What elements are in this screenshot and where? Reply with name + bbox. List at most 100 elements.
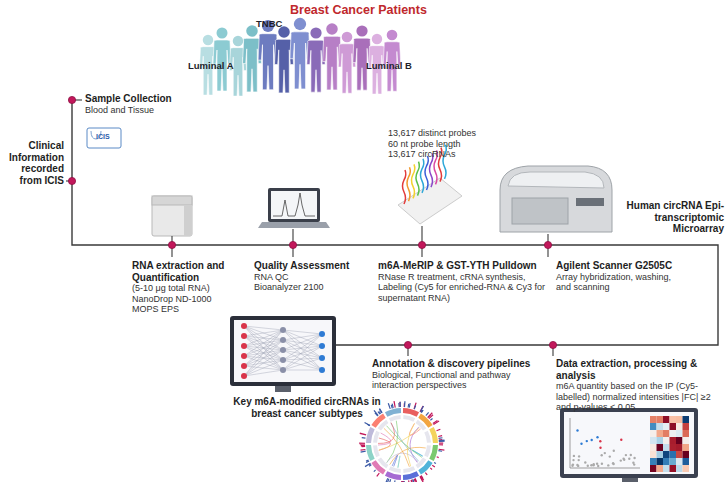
array-spec: 60 nt probe length (388, 139, 476, 150)
network-node (241, 333, 247, 339)
heatmap-cell (663, 451, 670, 458)
step-heading: Key m6A-modified circRNAs in breast canc… (232, 396, 382, 419)
network-link (283, 360, 322, 370)
circos-bar (430, 467, 433, 469)
circos-bar (408, 480, 410, 482)
heatmap-cell (663, 458, 670, 465)
timeline-dot (544, 241, 551, 248)
circos-bar (365, 463, 371, 467)
circos-bar (392, 403, 394, 408)
heatmap-cell (670, 430, 677, 437)
circos-bar (425, 472, 428, 475)
text-group: m6A-MeRIP & GST-YTH PulldownRNase R trea… (378, 260, 546, 303)
heatmap-cell (663, 437, 670, 444)
circos-bar (360, 433, 367, 436)
heatmap-cell (683, 423, 690, 430)
heatmap-cell (683, 465, 690, 472)
network-node (319, 331, 325, 337)
step-heading: RNA extraction and Quantification (132, 260, 240, 283)
circos-bar (387, 478, 390, 482)
volcano-point (620, 459, 622, 461)
network-link (283, 340, 322, 358)
network-link (244, 330, 283, 366)
circos-bar (399, 402, 400, 407)
probe-strand (421, 159, 424, 193)
volcano-point (580, 443, 582, 445)
circos-bar (421, 410, 424, 413)
patient-head (342, 32, 353, 43)
step-detail: RNase R treatment, cRNA synthesis, Label… (378, 272, 546, 304)
circos-bar (429, 414, 434, 419)
network-node (319, 355, 325, 361)
circos-bar (376, 473, 379, 477)
network-node (241, 373, 247, 379)
heatmap-cell (657, 416, 664, 423)
patient-head (326, 23, 338, 35)
extraction-unit (152, 196, 192, 236)
text-group: Luminal B (366, 60, 412, 71)
electropherogram-trace (273, 193, 315, 216)
circos-bar (404, 401, 406, 407)
network-link (244, 326, 283, 350)
volcano-point (625, 454, 627, 456)
volcano-point (586, 440, 588, 442)
circos-bar (413, 402, 416, 409)
text-group: Agilent Scanner G2505CArray hybridizatio… (556, 260, 688, 293)
network-link (244, 330, 283, 346)
text-group: 13,617 distinct probes60 nt probe length… (388, 128, 476, 160)
volcano-point (596, 463, 598, 465)
volcano-point (609, 455, 611, 457)
circos-bar (433, 420, 439, 425)
heatmap-cell (657, 430, 664, 437)
heatmap (650, 416, 689, 472)
text-group: Key m6A-modified circRNAs in breast canc… (232, 396, 382, 419)
circos-bar (379, 411, 381, 414)
circos-bar (438, 450, 442, 452)
agilent-scanner (500, 166, 612, 232)
circos-link (387, 426, 422, 458)
network-node (280, 327, 286, 333)
laptop-screen (268, 188, 320, 222)
scanner-door (512, 198, 568, 224)
network-link (244, 330, 283, 356)
volcano-axes (570, 418, 640, 468)
heatmap-cell (650, 458, 657, 465)
heatmap-cell (676, 423, 683, 430)
patient-head (233, 36, 243, 46)
timeline-dot (418, 241, 425, 248)
network-link (283, 334, 322, 370)
heatmap-cell (683, 458, 690, 465)
heatmap-cell (683, 444, 690, 451)
text-group: TNBC (256, 18, 282, 29)
text-group: Luminal A (188, 60, 234, 71)
volcano-point (572, 459, 574, 461)
network-node (280, 367, 286, 373)
patient-head (387, 30, 398, 41)
heatmap-cell (683, 451, 690, 458)
circos-bar (434, 462, 436, 464)
circos-bar (420, 406, 424, 412)
heatmap-cell (670, 465, 677, 472)
patient-body (307, 40, 325, 92)
circos-link (384, 428, 410, 467)
patient-figure (353, 25, 371, 90)
circos-bar (366, 459, 369, 461)
volcano-point (592, 464, 594, 466)
probe-strand (416, 162, 419, 196)
network-link (283, 370, 322, 371)
network-link (283, 334, 322, 350)
network-link (244, 330, 283, 336)
step-detail: RNA QC (254, 272, 354, 283)
timeline-dot (168, 241, 175, 248)
heatmap-cell (657, 451, 664, 458)
heatmap-cell (676, 451, 683, 458)
circos-bar (367, 424, 370, 426)
circos-bar (389, 479, 391, 482)
network-link (283, 340, 322, 370)
volcano-point (571, 465, 573, 467)
heatmap-cell (676, 430, 683, 437)
heatmap-cell (670, 437, 677, 444)
circos-bar (439, 440, 444, 442)
heatmap-cell (657, 465, 664, 472)
step-heading: m6A-MeRIP & GST-YTH Pulldown (378, 260, 546, 272)
